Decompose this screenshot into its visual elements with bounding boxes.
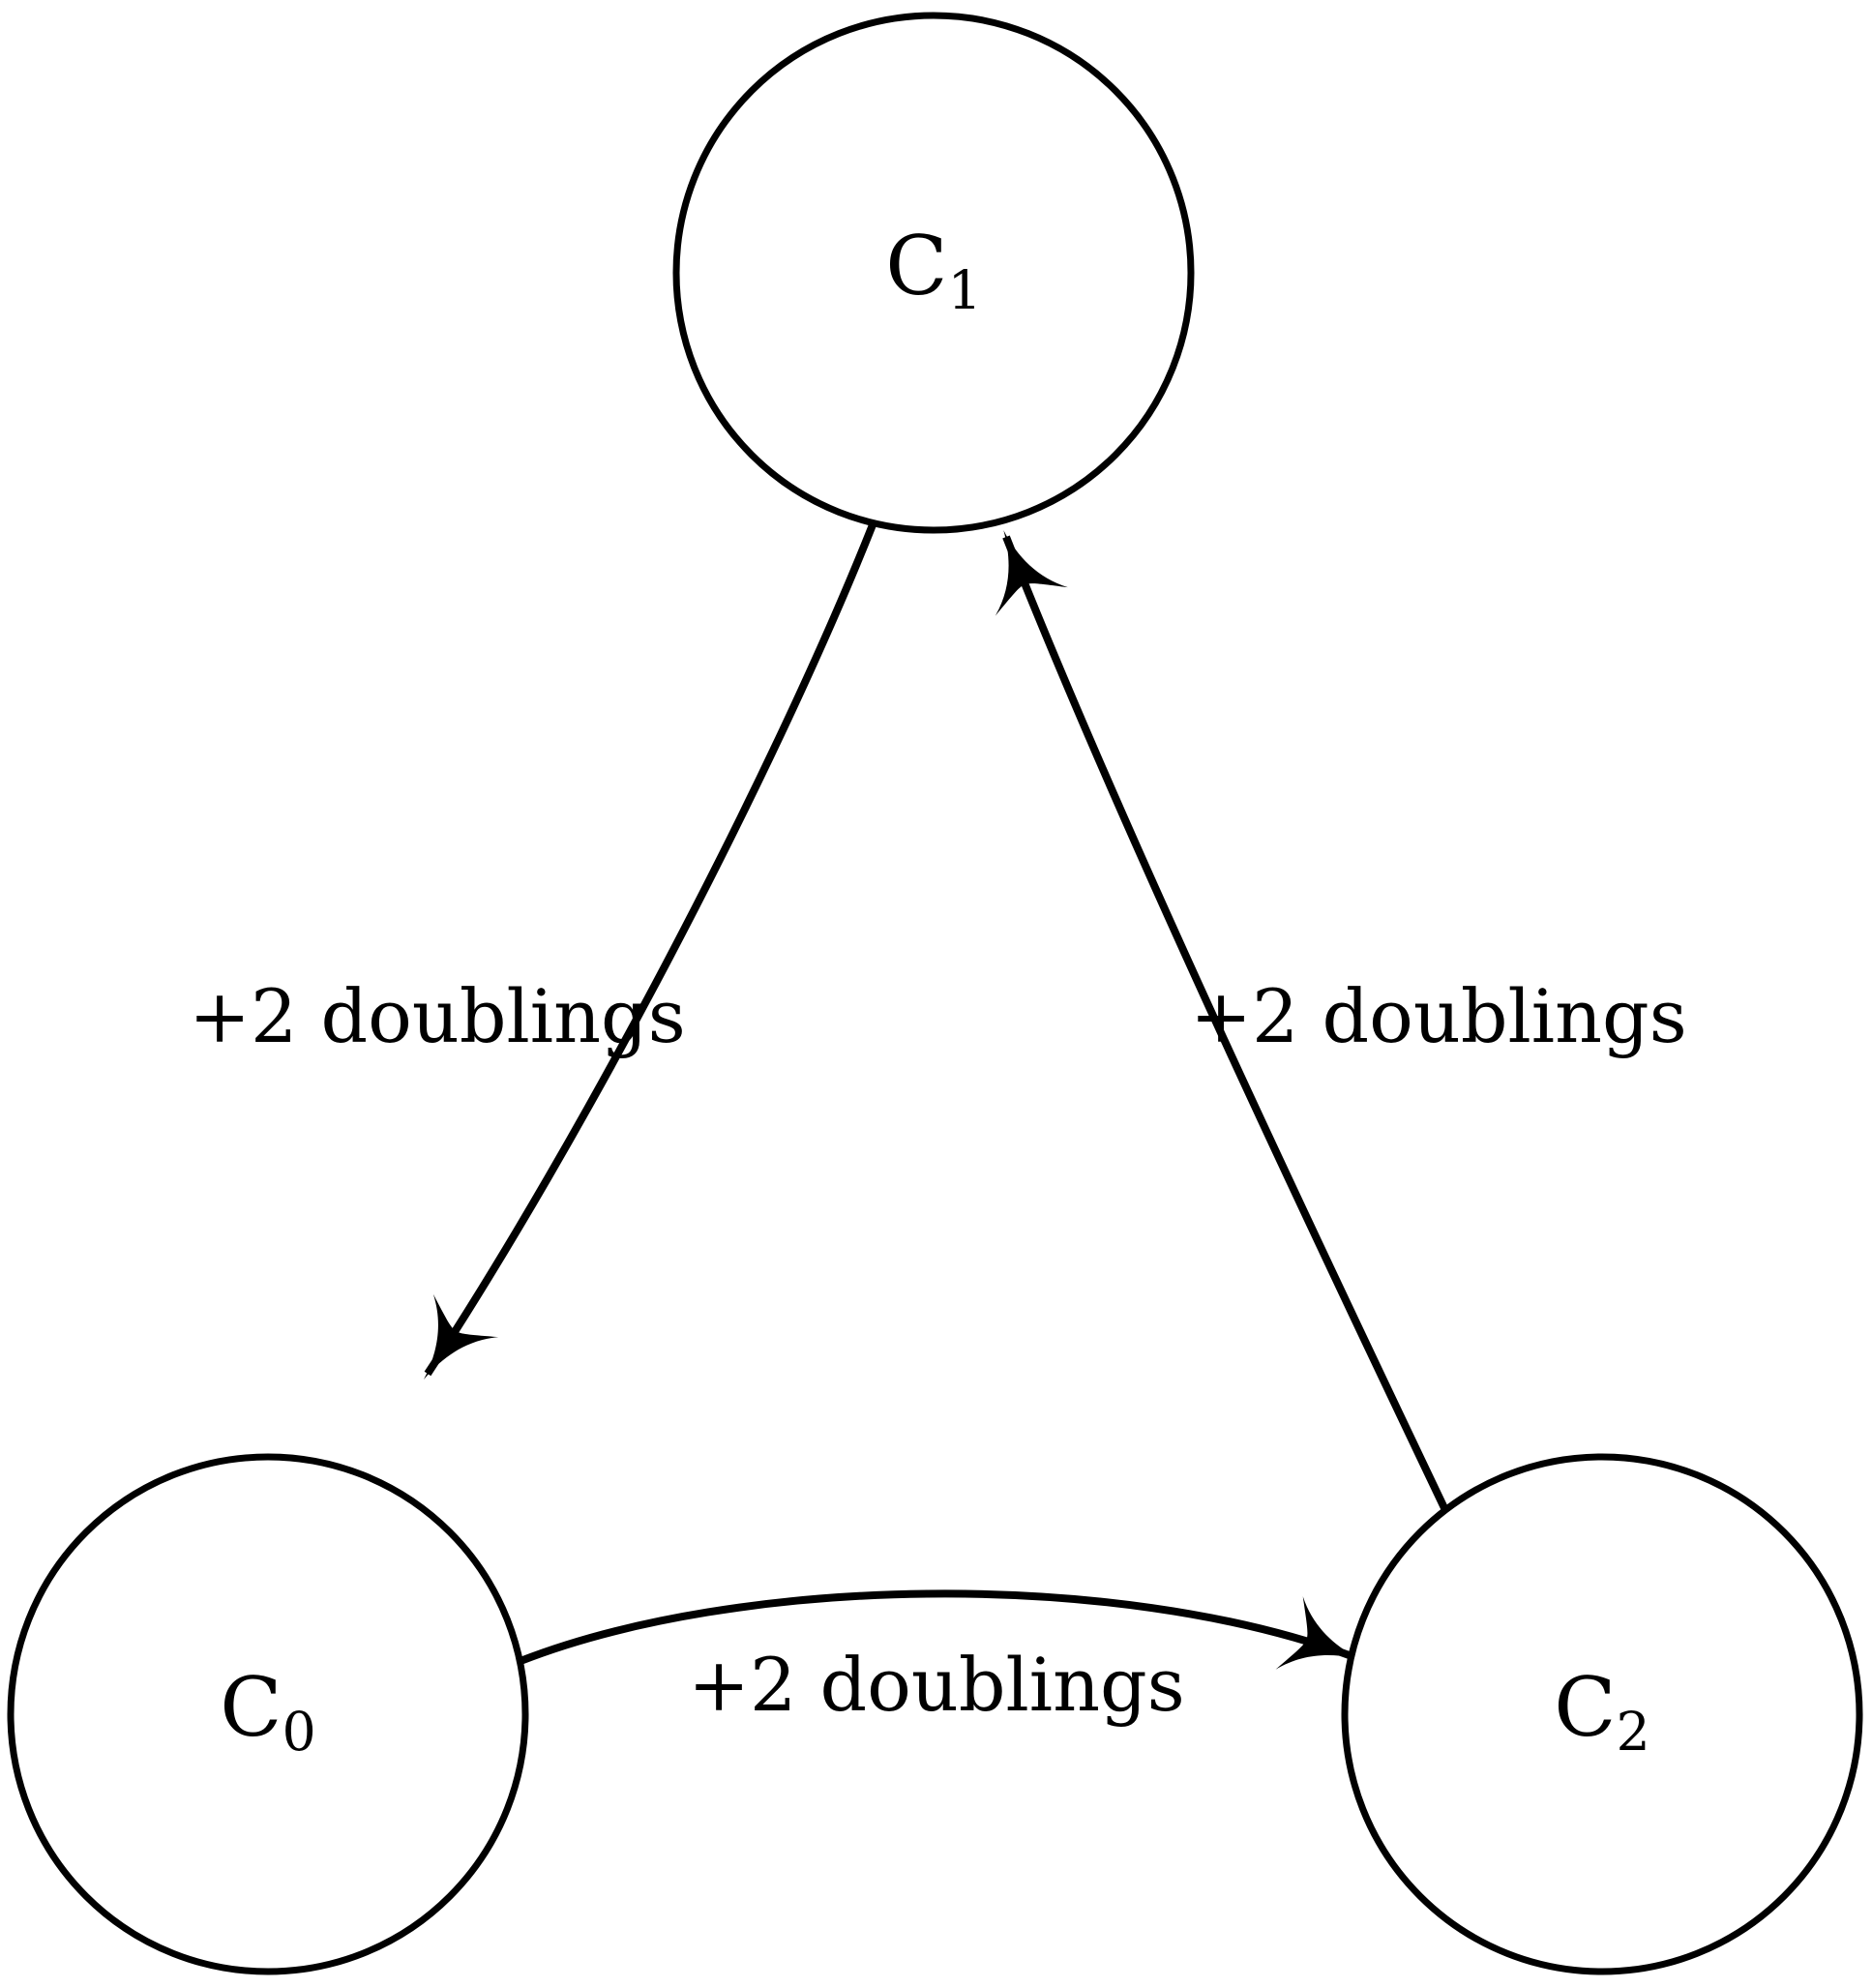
node-c0-subscript: 0 <box>282 1702 316 1764</box>
edge-labels-group: +2 doublings +2 doublings +2 doublings <box>189 973 1686 1728</box>
node-c2-label: C2 <box>1554 1660 1650 1764</box>
node-c0-base: C <box>220 1660 282 1755</box>
node-c2-base: C <box>1554 1660 1616 1755</box>
node-c0-circle[interactable] <box>7 1453 529 1975</box>
node-c0-label: C0 <box>220 1660 316 1764</box>
node-c1-label: C1 <box>885 219 982 322</box>
edge-label-c0-to-c2: +2 doublings <box>688 1642 1184 1728</box>
node-c1-circle[interactable] <box>672 12 1195 534</box>
node-c2-subscript: 2 <box>1617 1702 1650 1764</box>
node-c1[interactable]: C1 <box>672 12 1195 534</box>
node-c0[interactable]: C0 <box>7 1453 529 1975</box>
edge-label-c2-to-c1: +2 doublings <box>1190 973 1686 1059</box>
node-c1-base: C <box>885 219 947 313</box>
node-c1-subscript: 1 <box>948 260 982 322</box>
edge-c0-to-c2 <box>519 1589 1361 1670</box>
node-c2[interactable]: C2 <box>1341 1453 1863 1975</box>
edge-c1-to-c0 <box>423 520 877 1380</box>
edge-label-c1-to-c0: +2 doublings <box>189 973 685 1059</box>
edge-c2-to-c1 <box>995 530 1449 1512</box>
node-c2-circle[interactable] <box>1341 1453 1863 1975</box>
edges-group <box>423 520 1449 1670</box>
nodes-group: C1 C0 C2 <box>7 12 1863 1975</box>
